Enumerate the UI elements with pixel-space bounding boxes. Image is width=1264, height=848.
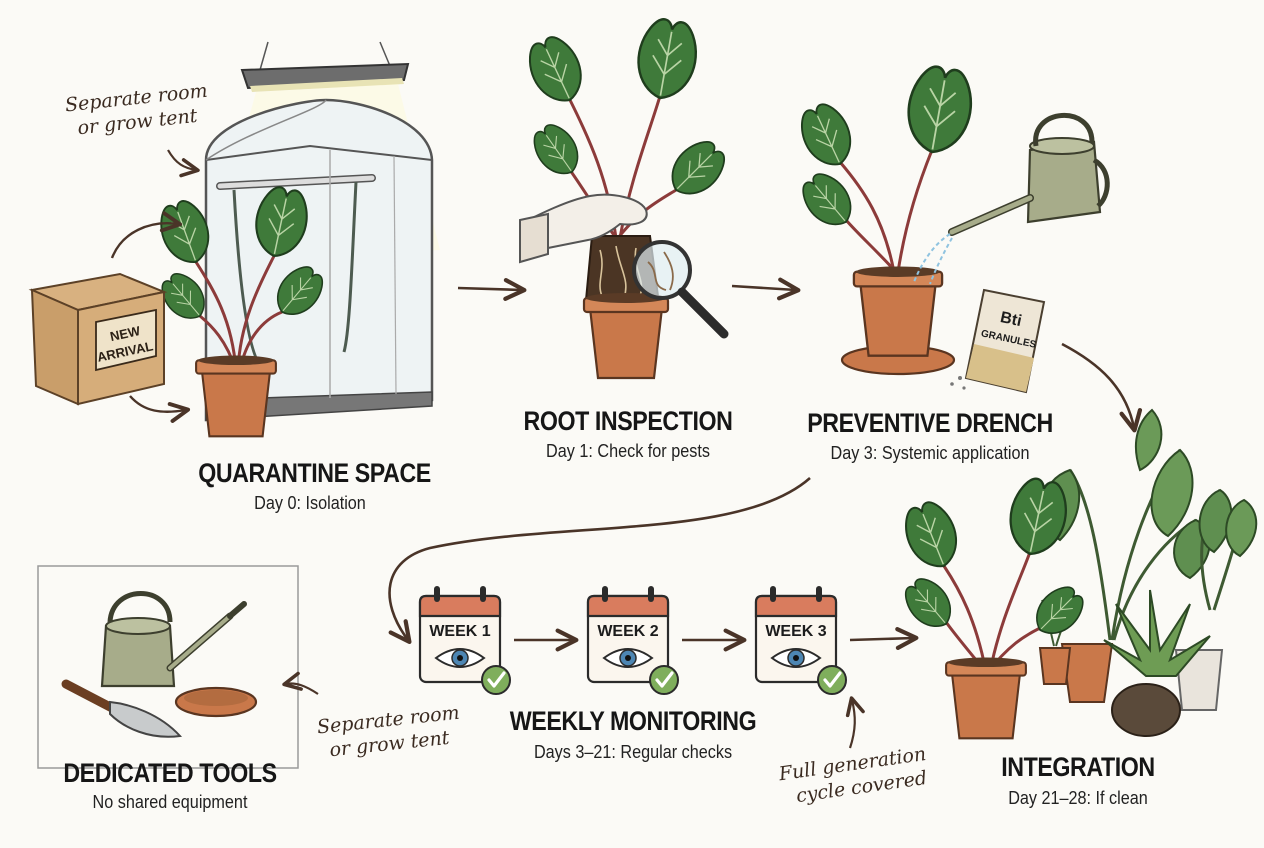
gloved-hand (519, 193, 648, 264)
integration-title: INTEGRATION (1001, 752, 1155, 782)
root-inspection-subtitle: Day 1: Check for pests (546, 441, 710, 461)
arrow-box-to-tent-bottom (129, 395, 191, 423)
arrow-drench-to-integration (1061, 342, 1143, 433)
quarantine-subtitle: Day 0: Isolation (254, 493, 366, 513)
drench-plant (792, 61, 979, 376)
tools-title: DEDICATED TOOLS (63, 758, 277, 788)
week3-label: WEEK 3 (765, 623, 826, 640)
calendar-icon-week1: WEEK 1 (418, 584, 512, 696)
quarantine-plant (152, 182, 331, 438)
arrow-drench-to-monitoring (388, 477, 811, 644)
integration-plants (896, 408, 1258, 740)
packet-label-line1: Bti (999, 309, 1023, 330)
box-label-line1: NEW (109, 323, 142, 344)
magnifier-icon (632, 240, 729, 339)
drench-title: PREVENTIVE DRENCH (807, 408, 1053, 438)
root-inspection-title: ROOT INSPECTION (523, 406, 733, 436)
arrow-root-to-drench (731, 277, 801, 301)
tools-frame (37, 565, 299, 769)
tools-subtitle: No shared equipment (92, 792, 248, 812)
arrow-cycle-note (845, 696, 865, 749)
week1-label: WEEK 1 (429, 623, 490, 640)
week2-label: WEEK 2 (597, 623, 658, 640)
cardboard-box-icon: NEW ARRIVAL (28, 272, 168, 406)
granules-packet-icon: Bti GRANULES (950, 288, 1046, 394)
tools-watering-can-icon (102, 594, 247, 687)
arrow-note-to-tent (167, 149, 200, 178)
arrow-box-to-tent-top (110, 211, 183, 259)
quarantine-title: QUARANTINE SPACE (198, 458, 431, 488)
calendar-icon-week2: WEEK 2 (586, 584, 680, 696)
monitoring-title: WEEKLY MONITORING (509, 706, 757, 736)
monitoring-subtitle: Days 3–21: Regular checks (533, 742, 733, 762)
drench-subtitle: Day 3: Systemic application (830, 443, 1030, 463)
arrow-tools-note (282, 671, 319, 695)
watering-can-icon (913, 113, 1110, 285)
arrow-quarantine-to-root (457, 278, 527, 301)
calendar-icon-week3: WEEK 3 (754, 584, 848, 696)
saucer-icon (174, 686, 258, 718)
integration-subtitle: Day 21–28: If clean (1008, 788, 1148, 808)
arrow-week3-to-integration (849, 627, 919, 650)
grow-tent-icon (204, 98, 434, 422)
trowel-icon (61, 679, 183, 738)
